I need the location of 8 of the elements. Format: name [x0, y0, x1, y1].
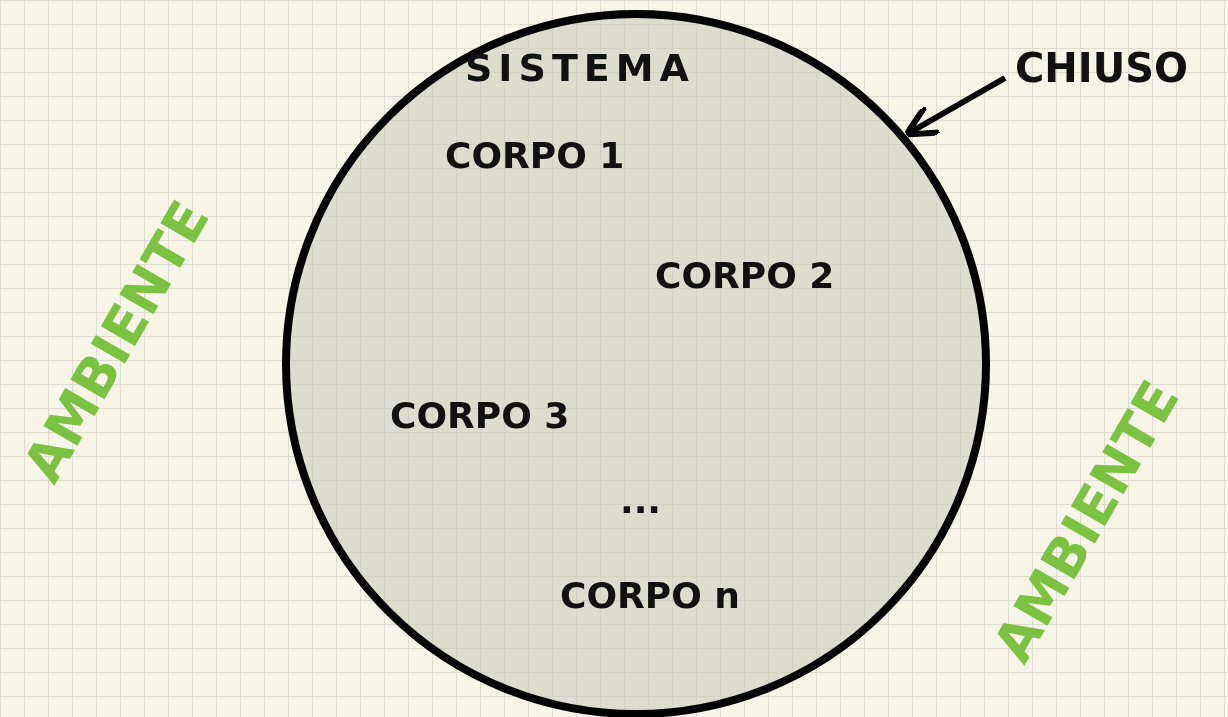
text-label: CORPO 2	[655, 255, 835, 296]
circle-title: SISTEMA	[465, 46, 695, 90]
text-label: CORPO n	[560, 575, 740, 616]
text-label: CORPO 3	[390, 395, 570, 436]
text-label: CORPO 1	[445, 135, 625, 176]
arrow	[903, 75, 1007, 138]
text-label: CHIUSO	[1015, 45, 1188, 91]
text-label: ...	[620, 480, 662, 521]
